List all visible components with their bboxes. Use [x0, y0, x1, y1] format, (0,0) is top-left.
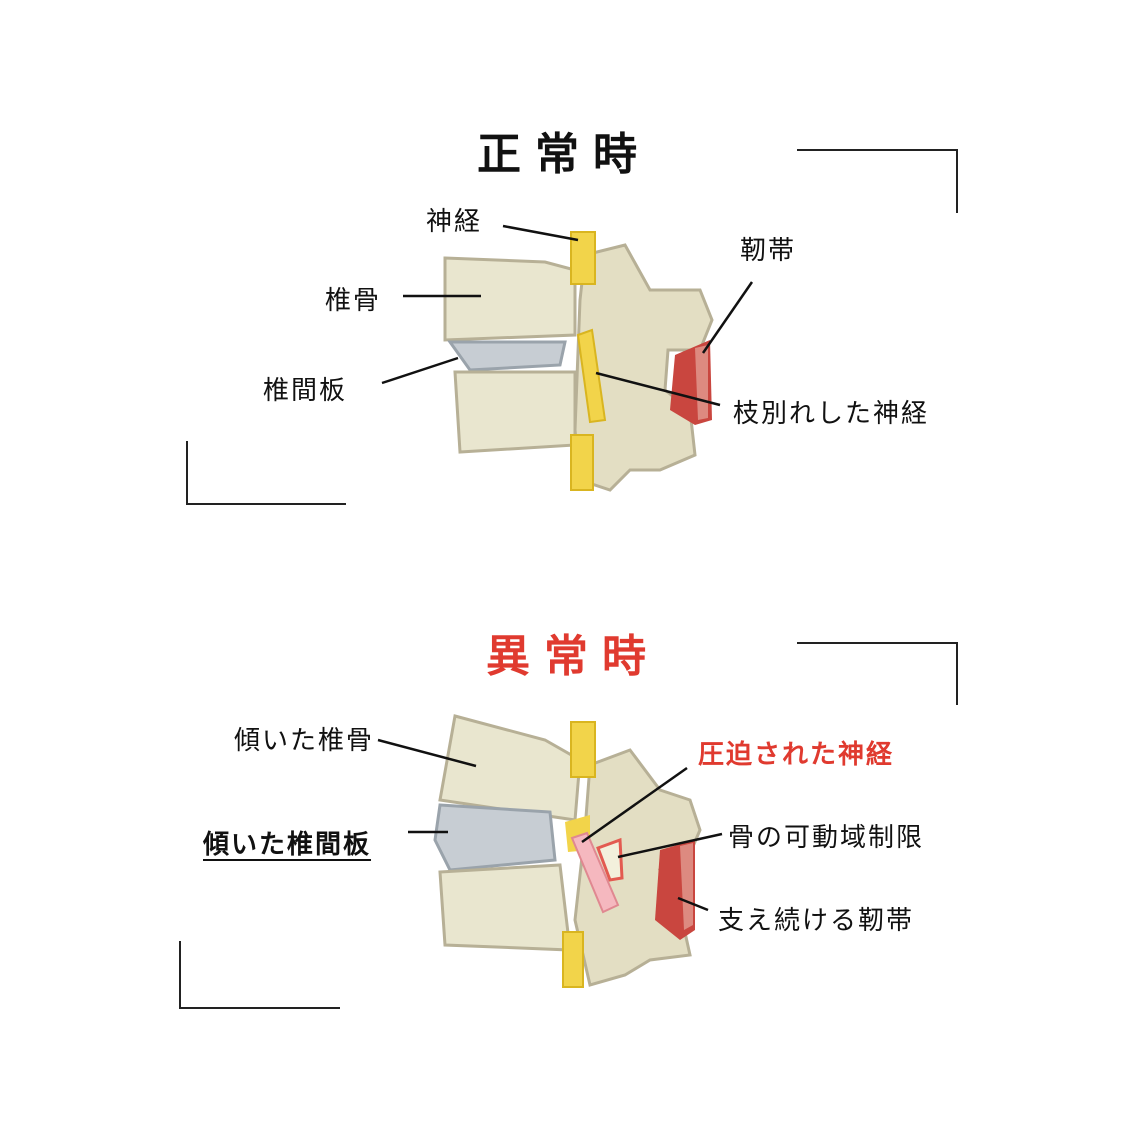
abnormal-spine-illustration — [377, 714, 723, 988]
abnormal-title: 異常時 — [486, 631, 660, 682]
label-bone-motion-limit: 骨の可動域制限 — [728, 823, 925, 853]
corner-brackets — [179, 149, 958, 1009]
label-disc: 椎間板 — [263, 376, 348, 406]
label-tilted-disc: 傾いた椎間板 — [203, 830, 372, 860]
label-ligament: 靭帯 — [740, 236, 797, 266]
label-tilted-vertebra: 傾いた椎骨 — [234, 726, 375, 756]
label-nerve: 神経 — [426, 207, 483, 237]
label-branch-nerve: 枝別れした神経 — [733, 399, 930, 429]
normal-title: 正常時 — [477, 129, 651, 180]
label-vertebra: 椎骨 — [325, 286, 382, 316]
label-supporting-ligament: 支え続ける靭帯 — [718, 906, 915, 936]
label-compressed-nerve: 圧迫された神経 — [698, 740, 895, 770]
normal-spine-illustration — [381, 224, 754, 492]
